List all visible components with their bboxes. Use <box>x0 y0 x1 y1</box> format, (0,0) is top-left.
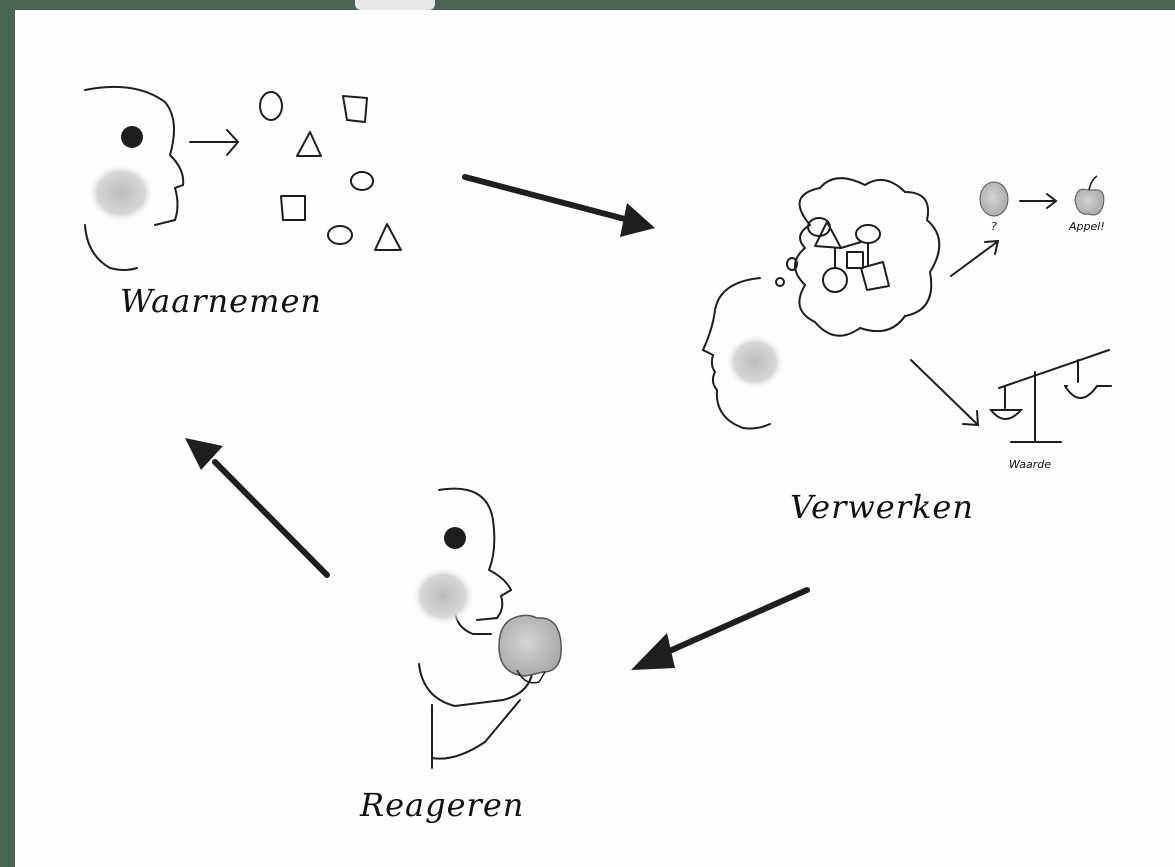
flow-arrow-3-icon <box>185 438 327 575</box>
perceiving-small-arrow-icon <box>190 130 238 155</box>
flow-arrow-2-icon <box>631 590 807 670</box>
thought-bubble-icon <box>776 178 939 336</box>
reacting-cheek-icon <box>411 566 475 626</box>
stage-label-processing: Verwerken <box>790 488 974 526</box>
processing-cheek-icon <box>725 334 785 390</box>
balance-scale-icon <box>991 350 1111 442</box>
stage-label-reacting: Reageren <box>360 786 524 824</box>
small-apple-icon <box>1075 176 1104 215</box>
thought-to-scale-arrow-icon <box>911 360 978 425</box>
diagram-canvas: Waarnemen Verwerken Reageren ? Appel! Wa… <box>15 10 1175 867</box>
cycle-diagram <box>15 10 1175 867</box>
flow-arrow-1-icon <box>465 177 655 237</box>
value-label: Waarde <box>1009 458 1051 471</box>
thought-to-question-arrow-icon <box>951 241 998 276</box>
perceiving-eye-icon <box>121 126 143 148</box>
scattered-shapes-icon <box>260 92 401 250</box>
apple-label: Appel! <box>1069 220 1105 233</box>
stage-label-perceiving: Waarnemen <box>120 282 322 320</box>
held-apple-icon <box>499 615 561 682</box>
window-tab <box>355 0 435 10</box>
unknown-object-icon <box>980 182 1008 216</box>
reacting-eye-icon <box>444 527 466 549</box>
thought-network-icon <box>808 218 889 292</box>
question-mark-label: ? <box>991 220 997 233</box>
perceiving-cheek-icon <box>87 163 155 223</box>
recognition-arrow-icon <box>1020 194 1056 208</box>
